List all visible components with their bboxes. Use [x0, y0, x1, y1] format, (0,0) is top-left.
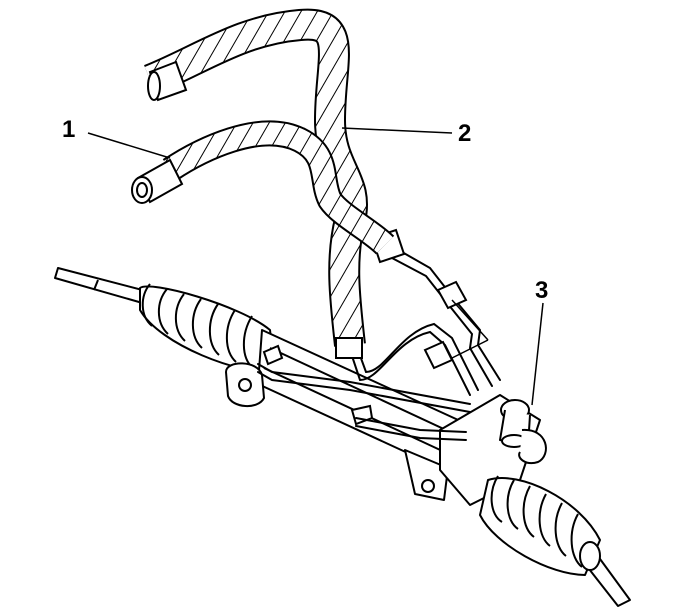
hose-1 [131, 120, 395, 255]
metal-lines [257, 247, 501, 441]
leader-lines [87, 127, 544, 406]
line-fittings [370, 228, 468, 370]
callout-1: 1 [62, 116, 76, 143]
hose-2 [143, 8, 368, 359]
steering-rack [54, 267, 631, 607]
callout-3: 3 [535, 277, 549, 304]
callout-2: 2 [458, 120, 472, 147]
